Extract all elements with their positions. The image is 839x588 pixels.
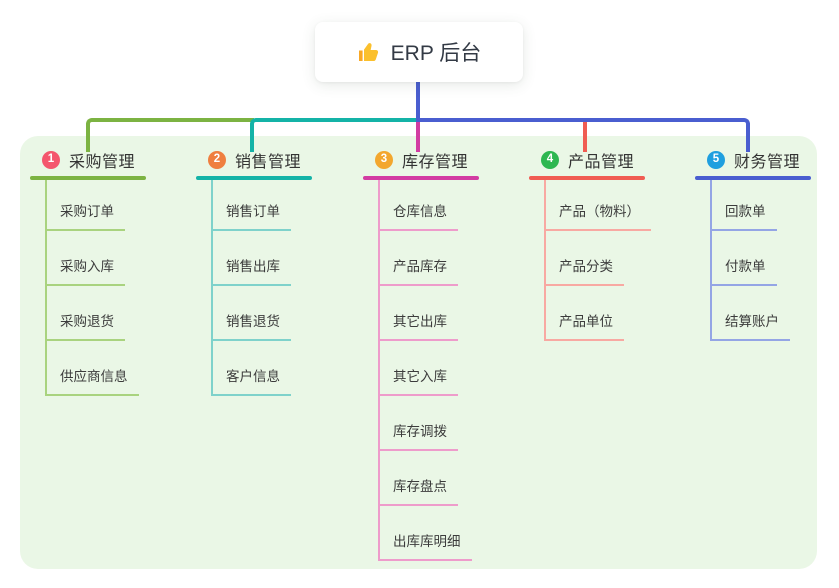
- child-node[interactable]: 供应商信息: [47, 341, 139, 396]
- branch-header[interactable]: 1 采购管理: [30, 147, 160, 173]
- branch-header[interactable]: 5 财务管理: [695, 147, 825, 173]
- branch-children: 采购订单采购入库采购退货供应商信息: [45, 180, 139, 396]
- child-node[interactable]: 库存盘点: [380, 451, 458, 506]
- connector-branch-1: [86, 118, 254, 152]
- branch-node: 2 销售管理 销售订单销售出库销售退货客户信息: [196, 147, 326, 396]
- child-node[interactable]: 产品（物料）: [546, 180, 651, 231]
- child-node[interactable]: 销售退货: [213, 286, 291, 341]
- child-node[interactable]: 付款单: [712, 231, 777, 286]
- branch-title: 财务管理: [734, 154, 801, 171]
- child-node[interactable]: 采购订单: [47, 180, 125, 231]
- branches-background-panel: [20, 136, 817, 569]
- branch-node: 1 采购管理 采购订单采购入库采购退货供应商信息: [30, 147, 160, 396]
- child-node[interactable]: 产品库存: [380, 231, 458, 286]
- branch-number-badge: 5: [707, 151, 725, 169]
- child-node[interactable]: 其它入库: [380, 341, 458, 396]
- branch-underline: [529, 176, 645, 180]
- branch-title: 采购管理: [69, 154, 136, 171]
- child-node[interactable]: 出库库明细: [380, 506, 472, 561]
- branch-underline: [363, 176, 479, 180]
- branch-header[interactable]: 2 销售管理: [196, 147, 326, 173]
- child-node[interactable]: 销售订单: [213, 180, 291, 231]
- child-node[interactable]: 客户信息: [213, 341, 291, 396]
- branch-number-badge: 1: [42, 151, 60, 169]
- branch-node: 3 库存管理 仓库信息产品库存其它出库其它入库库存调拨库存盘点出库库明细: [363, 147, 493, 561]
- connector-branch-5: [416, 118, 750, 152]
- child-node[interactable]: 回款单: [712, 180, 777, 231]
- branch-number-badge: 3: [375, 151, 393, 169]
- branch-children: 回款单付款单结算账户: [710, 180, 790, 341]
- branch-node: 4 产品管理 产品（物料）产品分类产品单位: [529, 147, 659, 341]
- branch-number-badge: 4: [541, 151, 559, 169]
- thumbs-up-icon: [357, 40, 381, 64]
- child-node[interactable]: 产品分类: [546, 231, 624, 286]
- connector-branch-2: [250, 118, 420, 152]
- child-node[interactable]: 产品单位: [546, 286, 624, 341]
- branch-underline: [196, 176, 312, 180]
- branch-title: 销售管理: [235, 154, 302, 171]
- child-node[interactable]: 仓库信息: [380, 180, 458, 231]
- root-stem-line: [416, 80, 420, 122]
- branch-underline: [30, 176, 146, 180]
- branch-header[interactable]: 3 库存管理: [363, 147, 493, 173]
- branch-children: 产品（物料）产品分类产品单位: [544, 180, 651, 341]
- branch-underline: [695, 176, 811, 180]
- child-node[interactable]: 结算账户: [712, 286, 790, 341]
- child-node[interactable]: 其它出库: [380, 286, 458, 341]
- branch-title: 产品管理: [568, 154, 635, 171]
- branch-number-badge: 2: [208, 151, 226, 169]
- child-node[interactable]: 采购入库: [47, 231, 125, 286]
- root-node[interactable]: ERP 后台: [315, 22, 523, 82]
- child-node[interactable]: 库存调拨: [380, 396, 458, 451]
- branch-children: 仓库信息产品库存其它出库其它入库库存调拨库存盘点出库库明细: [378, 180, 472, 561]
- connector-branch-3: [416, 119, 420, 152]
- root-node-label: ERP 后台: [390, 42, 482, 65]
- branch-header[interactable]: 4 产品管理: [529, 147, 659, 173]
- child-node[interactable]: 销售出库: [213, 231, 291, 286]
- connector-branch-4: [583, 122, 587, 152]
- branch-title: 库存管理: [402, 154, 469, 171]
- branch-children: 销售订单销售出库销售退货客户信息: [211, 180, 291, 396]
- child-node[interactable]: 采购退货: [47, 286, 125, 341]
- branch-node: 5 财务管理 回款单付款单结算账户: [695, 147, 825, 341]
